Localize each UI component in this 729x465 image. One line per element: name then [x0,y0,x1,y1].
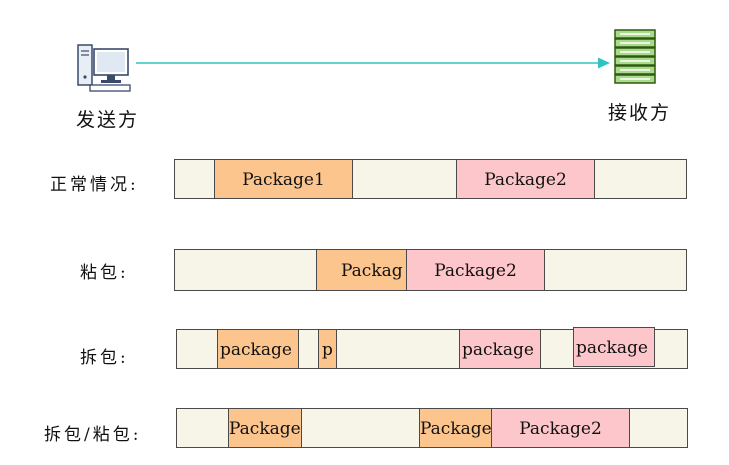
computer-icon [74,43,134,95]
packet-stream-sticky: Packag Package2 [174,249,687,291]
packet-segment: Package2 [456,159,595,199]
packet-stream-split: package p package package [176,327,688,369]
transmission-arrow [136,57,610,69]
receiver-label: 接收方 [608,102,672,124]
packet-segment: Packag [316,249,407,291]
row-label-split-sticky: 拆包/粘包: [44,425,142,445]
packet-stream-normal: Package1 Package2 [174,159,687,199]
packet-segment: package [573,327,655,367]
packet-segment: Package2 [406,249,545,291]
sender-label: 发送方 [76,109,140,131]
server-icon [612,28,658,86]
packet-segment: p [318,329,337,369]
row-label-split: 拆包: [80,348,129,368]
packet-segment: package [459,329,541,369]
packet-segment: Package [419,408,492,448]
packet-segment: Package [228,408,302,448]
packet-stream-split-sticky: Package Package Package2 [176,408,688,448]
row-label-normal: 正常情况: [50,175,139,195]
packet-segment: Package1 [214,159,353,199]
row-label-sticky: 粘包: [80,263,129,283]
packet-segment: package [217,329,299,369]
packet-segment: Package2 [491,408,630,448]
